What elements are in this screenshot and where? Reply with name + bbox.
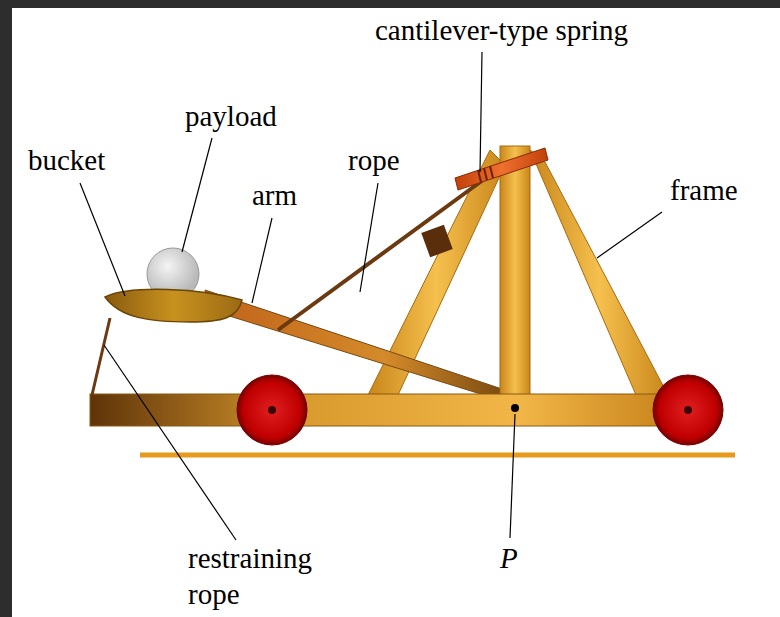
page-border bbox=[0, 0, 12, 617]
axle bbox=[268, 406, 276, 414]
wheel bbox=[237, 375, 307, 445]
pivot-point bbox=[511, 404, 519, 412]
page-border bbox=[0, 0, 780, 8]
wheel bbox=[653, 375, 723, 445]
stop-block bbox=[421, 225, 452, 258]
part-label: cantilever-type spring bbox=[375, 12, 628, 48]
frame-post bbox=[500, 146, 530, 396]
part-label: frame bbox=[670, 172, 738, 208]
base-beam bbox=[90, 394, 702, 426]
leader-lines bbox=[80, 52, 662, 540]
ground-line bbox=[140, 453, 735, 458]
leader-line bbox=[480, 52, 482, 172]
leader-line bbox=[80, 183, 125, 296]
part-label: bucket bbox=[28, 142, 105, 178]
part-label: P bbox=[500, 540, 518, 576]
leader-line bbox=[510, 414, 515, 538]
axle bbox=[684, 406, 692, 414]
leader-line bbox=[104, 345, 236, 540]
part-label: rope bbox=[348, 142, 400, 178]
part-label: restraining rope bbox=[188, 540, 338, 613]
leader-line bbox=[252, 218, 272, 303]
part-label: arm bbox=[252, 177, 297, 213]
restraining-rope bbox=[92, 318, 110, 395]
cantilever-spring bbox=[455, 148, 548, 190]
bucket bbox=[105, 289, 242, 322]
leader-line bbox=[597, 212, 662, 258]
rope bbox=[278, 180, 483, 330]
leader-line bbox=[360, 183, 378, 292]
part-label: payload bbox=[185, 98, 277, 134]
leader-line bbox=[182, 138, 212, 252]
frame-leg bbox=[530, 150, 668, 395]
